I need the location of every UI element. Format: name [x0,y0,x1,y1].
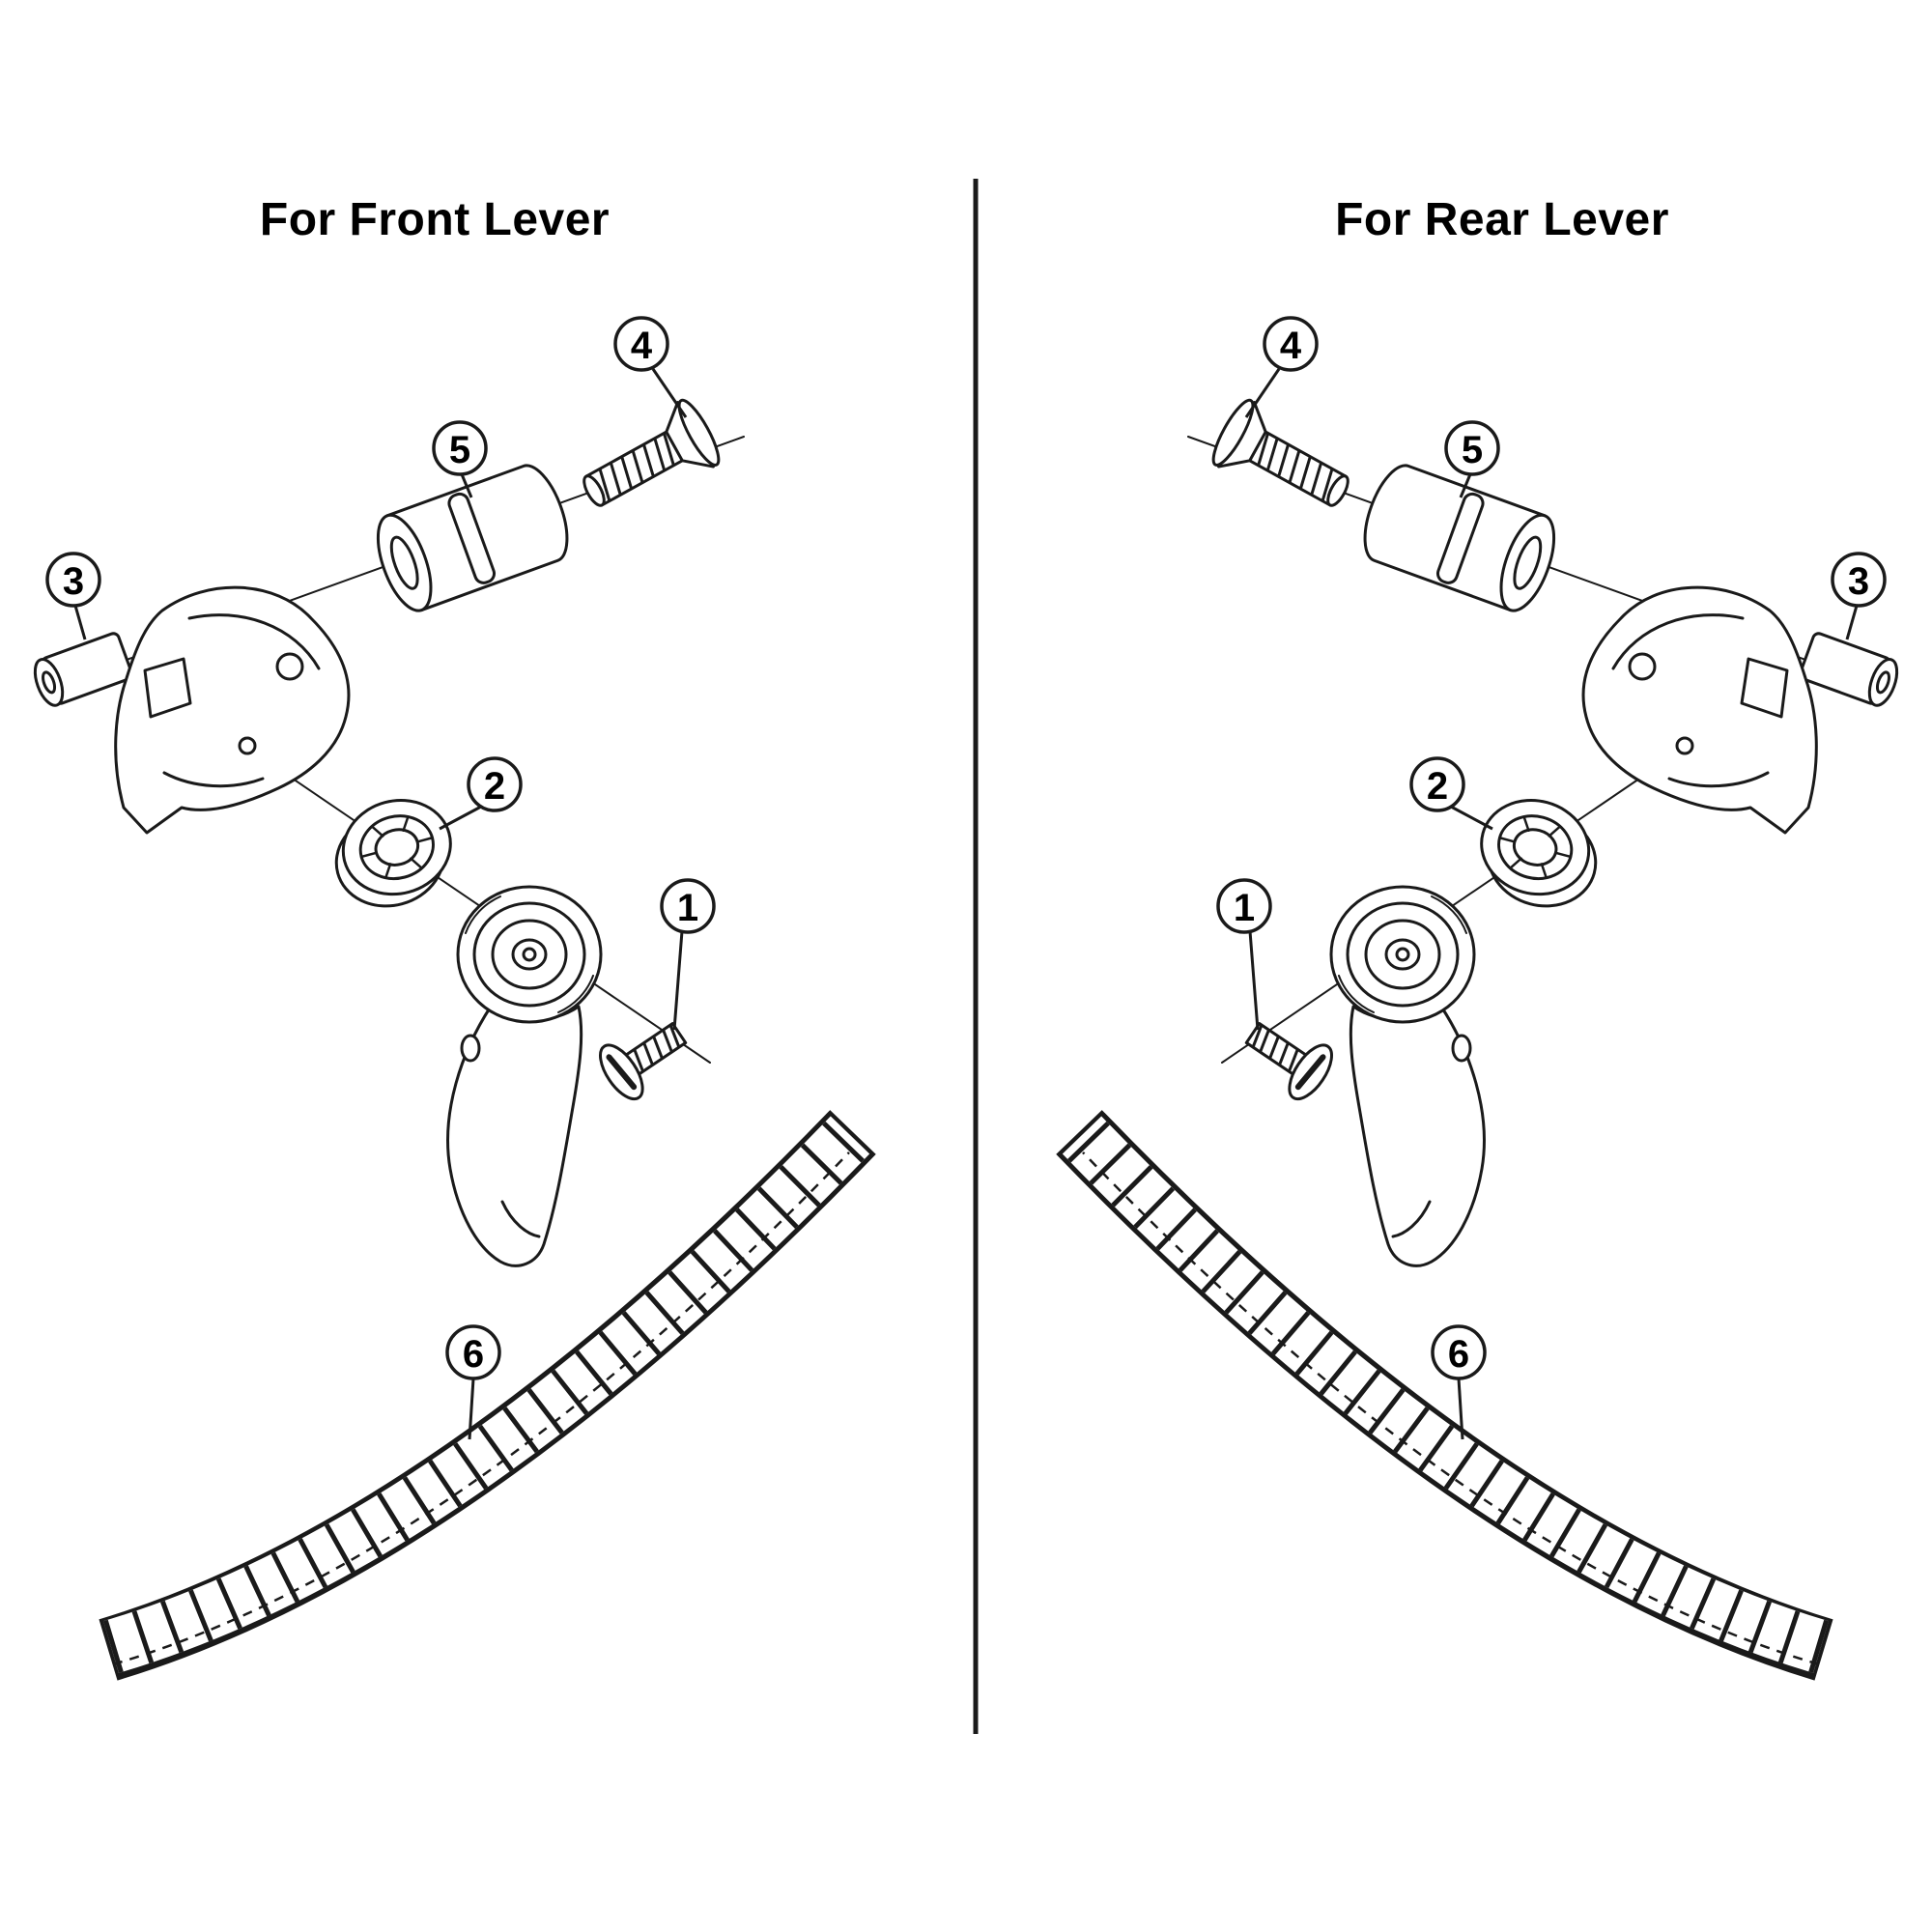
callout-front-1: 1 [660,878,716,1031]
callout-rear-5-label: 5 [1462,429,1483,471]
callout-front-6: 6 [445,1324,501,1440]
front-lever-artwork [30,396,853,1664]
callout-rear-4-label: 4 [1280,325,1302,367]
callout-rear-2: 2 [1409,756,1493,831]
front-callouts: 1 2 3 4 5 [45,316,716,1440]
callout-front-3: 3 [45,552,101,640]
callout-front-1-label: 1 [677,887,698,929]
callout-rear-5: 5 [1444,420,1500,498]
callout-front-6-label: 6 [463,1333,484,1376]
callout-rear-4: 4 [1244,316,1319,418]
callout-front-4-label: 4 [631,325,653,367]
callout-front-3-label: 3 [63,560,84,603]
callout-front-5-label: 5 [449,429,470,471]
callout-rear-6-label: 6 [1448,1333,1469,1376]
rear-lever-artwork [1079,396,1902,1664]
rear-callouts: 1 2 3 4 5 [1216,316,1887,1440]
front-lever-title: For Front Lever [259,194,611,245]
callout-front-5: 5 [432,420,488,498]
callout-rear-6: 6 [1431,1324,1487,1440]
callout-rear-2-label: 2 [1427,765,1448,808]
callout-rear-1: 1 [1216,878,1272,1031]
callout-front-4: 4 [613,316,688,418]
rear-lever-title: For Rear Lever [1335,194,1669,245]
callout-rear-3: 3 [1831,552,1887,640]
callout-rear-3-label: 3 [1848,560,1869,603]
callout-rear-1-label: 1 [1234,887,1255,929]
callout-front-2-label: 2 [484,765,505,808]
callout-front-2: 2 [439,756,523,831]
